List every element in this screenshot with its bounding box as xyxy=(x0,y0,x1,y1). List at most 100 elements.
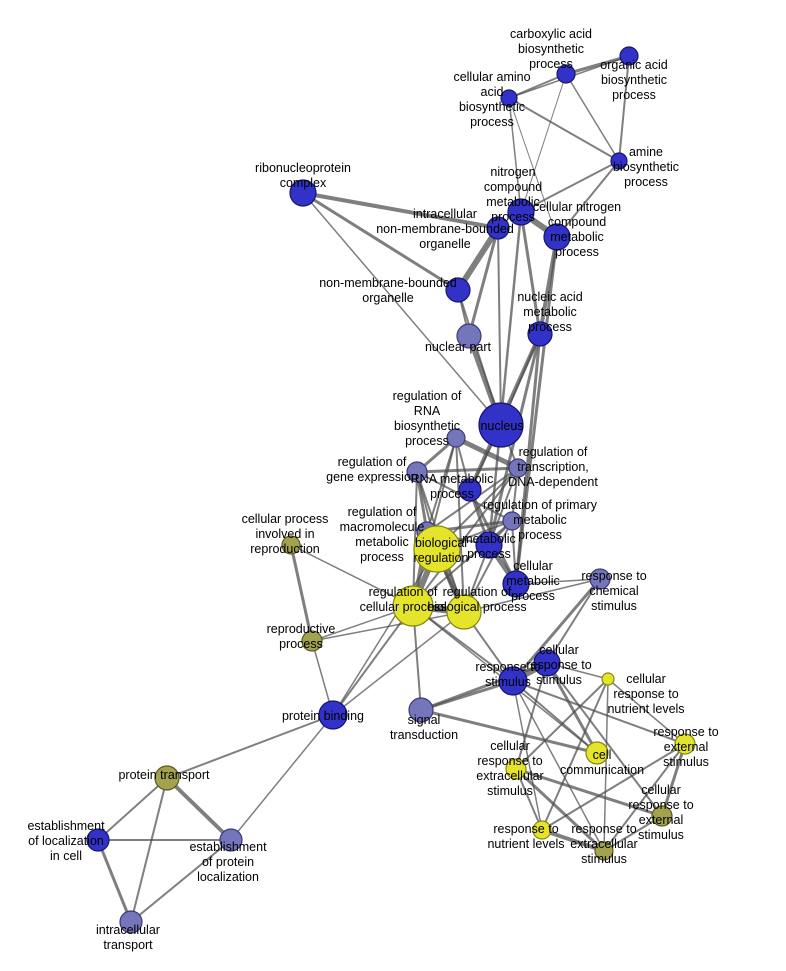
edge-response-to-nutrient-levels--cellular-response-to-extracellular-stimulus xyxy=(515,768,543,831)
edge-cellular-response-to-extracellular-stimulus--cellular-response-to-nutrient-levels xyxy=(515,678,609,770)
node-metabolic-process[interactable] xyxy=(475,531,503,559)
edge-organic-acid-biosynthetic-process--amine-biosynthetic-process xyxy=(618,55,630,162)
node-cellular-response-to-stimulus[interactable] xyxy=(533,649,561,677)
node-establishment-of-localization-in-cell[interactable] xyxy=(86,828,110,852)
edge-signal-transduction--cell-communication xyxy=(419,708,599,755)
node-regulation-of-cellular-process[interactable] xyxy=(392,585,434,627)
node-cellular-process-involved-in-reproduction[interactable] xyxy=(281,535,301,555)
node-regulation-of-gene-expression[interactable] xyxy=(406,461,428,483)
edge-response-to-stimulus--signal-transduction xyxy=(419,679,515,712)
edge-response-to-extracellular-stimulus--cellular-response-to-extracellular-stimulus xyxy=(514,767,606,853)
node-regulation-of-transcription-dna-dependent[interactable] xyxy=(508,458,528,478)
node-nucleus[interactable] xyxy=(478,402,524,448)
node-ribonucleoprotein-complex[interactable] xyxy=(289,179,317,207)
edge-protein-binding--biological-regulation xyxy=(332,548,438,716)
node-cell-communication[interactable] xyxy=(585,741,609,765)
edge-amine-biosynthetic-process--cellular-nitrogen-compound-metabolic-process xyxy=(556,160,620,238)
edge-establishment-of-localization-in-cell--intracellular-transport xyxy=(96,838,133,924)
edge-cellular-response-to-external-stimulus--response-to-external-stimulus xyxy=(660,742,687,818)
node-establishment-of-protein-localization[interactable] xyxy=(219,828,243,852)
edge-cellular-response-to-stimulus--cell-communication xyxy=(545,661,599,755)
node-intracellular-transport[interactable] xyxy=(119,910,143,934)
edge-intracellular-non-membrane-bounded-organelle--nucleus xyxy=(497,227,502,426)
node-reproductive-process[interactable] xyxy=(301,630,323,652)
node-label-protein-binding: protein binding xyxy=(282,709,364,723)
edge-response-to-extracellular-stimulus--cellular-response-to-external-stimulus xyxy=(603,815,663,852)
node-regulation-of-primary-metabolic-process[interactable] xyxy=(502,511,522,531)
node-nitrogen-compound-metabolic-process[interactable] xyxy=(507,198,535,226)
edge-cellular-amino-acid-biosynthetic-process--cellular-nitrogen-compound-metabolic-process xyxy=(508,97,558,238)
node-organic-acid-biosynthetic-process[interactable] xyxy=(619,46,639,66)
edge-ribonucleoprotein-complex--non-membrane-bounded-organelle xyxy=(301,191,460,292)
edge-response-to-stimulus--response-to-external-stimulus xyxy=(512,680,686,745)
node-cellular-nitrogen-compound-metabolic-process[interactable] xyxy=(543,223,571,251)
node-regulation-of-rna-biosynthetic-process[interactable] xyxy=(446,428,466,448)
node-cellular-response-to-nutrient-levels[interactable] xyxy=(601,672,615,686)
edge-nitrogen-compound-metabolic-process--nucleic-acid-metabolic-process xyxy=(519,210,542,336)
node-response-to-nutrient-levels[interactable] xyxy=(532,820,552,840)
edge-response-to-stimulus--response-to-extracellular-stimulus xyxy=(512,680,605,852)
edge-response-to-chemical-stimulus--cellular-metabolic-process xyxy=(515,578,601,585)
node-carboxylic-acid-biosynthetic-process[interactable] xyxy=(556,64,576,84)
node-response-to-extracellular-stimulus[interactable] xyxy=(594,841,614,861)
node-protein-binding[interactable] xyxy=(318,700,348,730)
node-cellular-metabolic-process[interactable] xyxy=(502,570,530,598)
node-response-to-external-stimulus[interactable] xyxy=(674,733,696,755)
edge-ribonucleoprotein-complex--intracellular-non-membrane-bounded-organelle xyxy=(301,191,500,230)
node-regulation-of-biological-process[interactable] xyxy=(446,594,482,630)
node-rna-metabolic-process[interactable] xyxy=(458,478,482,502)
edge-protein-transport--intracellular-transport xyxy=(130,777,168,923)
node-response-to-stimulus[interactable] xyxy=(498,666,528,696)
edge-regulation-of-rna-biosynthetic-process--regulation-of-transcription-dna-dependent xyxy=(453,435,521,471)
node-nucleic-acid-metabolic-process[interactable] xyxy=(527,321,553,347)
edge-carboxylic-acid-biosynthetic-process--nitrogen-compound-metabolic-process xyxy=(520,73,567,213)
edge-regulation-of-transcription-dna-dependent--regulation-of-gene-expression xyxy=(415,466,520,474)
edge-protein-transport--establishment-of-protein-localization xyxy=(165,776,233,842)
node-nuclear-part[interactable] xyxy=(456,323,482,349)
edge-response-to-stimulus--response-to-nutrient-levels xyxy=(512,680,543,831)
edge-intracellular-non-membrane-bounded-organelle--nuclear-part xyxy=(467,226,500,338)
node-response-to-chemical-stimulus[interactable] xyxy=(589,568,611,590)
edge-cellular-response-to-nutrient-levels--response-to-external-stimulus xyxy=(607,678,686,745)
edge-response-to-extracellular-stimulus--response-to-external-stimulus xyxy=(603,743,686,852)
node-protein-transport[interactable] xyxy=(154,765,180,791)
node-cellular-amino-acid-biosynthetic-process[interactable] xyxy=(500,89,518,107)
edge-nitrogen-compound-metabolic-process--metabolic-process xyxy=(487,210,523,547)
node-signal-transduction[interactable] xyxy=(408,697,434,723)
edge-response-to-chemical-stimulus--response-to-stimulus xyxy=(511,577,602,683)
node-biological-regulation[interactable] xyxy=(413,525,461,573)
node-amine-biosynthetic-process[interactable] xyxy=(610,152,628,170)
node-cellular-response-to-extracellular-stimulus[interactable] xyxy=(505,758,527,780)
edge-cellular-amino-acid-biosynthetic-process--nitrogen-compound-metabolic-process xyxy=(508,97,522,213)
edge-cellular-response-to-nutrient-levels--response-to-extracellular-stimulus xyxy=(603,678,609,852)
node-non-membrane-bounded-organelle[interactable] xyxy=(445,277,471,303)
node-intracellular-non-membrane-bounded-organelle[interactable] xyxy=(486,216,510,240)
edge-response-to-chemical-stimulus--regulation-of-biological-process xyxy=(463,578,601,613)
node-label-nucleus: nucleus xyxy=(480,419,523,433)
node-cellular-response-to-external-stimulus[interactable] xyxy=(651,805,673,827)
